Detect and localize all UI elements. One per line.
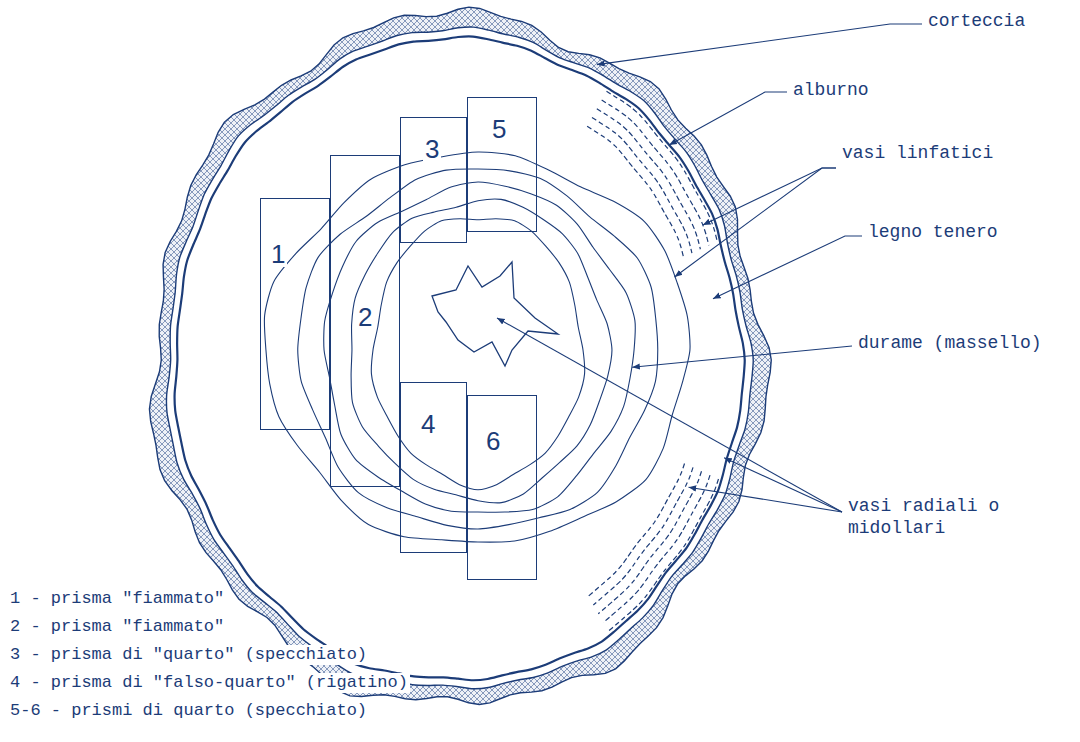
legend-line: 1 - prisma "fiammato"	[8, 589, 226, 609]
vessel-dashes	[598, 471, 701, 614]
leader-line	[632, 346, 852, 367]
legend-line: 2 - prisma "fiammato"	[8, 617, 226, 637]
vessel-dashes	[602, 100, 709, 245]
vessel-dashes	[607, 91, 718, 241]
callout-number: 1	[269, 241, 287, 267]
vessel-dashes	[592, 117, 692, 253]
part-label: vasi radiali o midollari	[846, 496, 1018, 539]
legend-line: 5-6 - prismi di quarto (specchiato)	[8, 701, 369, 721]
prism-box: 3	[400, 117, 467, 243]
leader-line	[724, 458, 842, 512]
callout-number: 4	[419, 411, 437, 437]
vessel-dashes	[603, 475, 710, 622]
sapwood-line	[175, 36, 745, 680]
leader-line	[669, 92, 787, 145]
prism-box: 6	[467, 395, 537, 580]
growth-ring	[264, 152, 690, 542]
bark-band	[149, 7, 771, 704]
growth-ring	[298, 169, 658, 529]
leader-line	[713, 236, 862, 299]
vessel-dashes	[597, 109, 701, 250]
part-label: legno tenero	[866, 222, 1000, 244]
part-label: alburno	[791, 80, 871, 102]
legend-line: 3 - prisma di "quarto" (specchiato)	[8, 645, 369, 665]
part-label: durame (massello)	[856, 333, 1044, 355]
callout-number: 6	[484, 428, 502, 454]
leader-line	[497, 318, 842, 512]
prism-box: 4	[400, 382, 467, 553]
pith	[432, 262, 558, 366]
vessel-dashes	[608, 479, 719, 631]
leader-line	[675, 168, 836, 277]
callout-number: 2	[356, 304, 374, 330]
prism-box: 1	[260, 198, 330, 430]
legend-line: 4 - prisma di "falso-quarto" (rigatino)	[8, 673, 410, 693]
growth-ring	[351, 199, 612, 503]
callout-number: 5	[490, 116, 508, 142]
callout-number: 3	[423, 136, 441, 162]
leader-line	[689, 487, 842, 512]
leader-line	[703, 168, 836, 225]
prism-box: 5	[467, 97, 537, 232]
prism-box: 2	[330, 155, 400, 487]
vessel-dashes	[587, 126, 683, 257]
growth-ring	[371, 219, 584, 490]
part-label: corteccia	[926, 11, 1027, 33]
part-label: vasi linfatici	[840, 143, 995, 165]
leader-line	[597, 24, 922, 65]
